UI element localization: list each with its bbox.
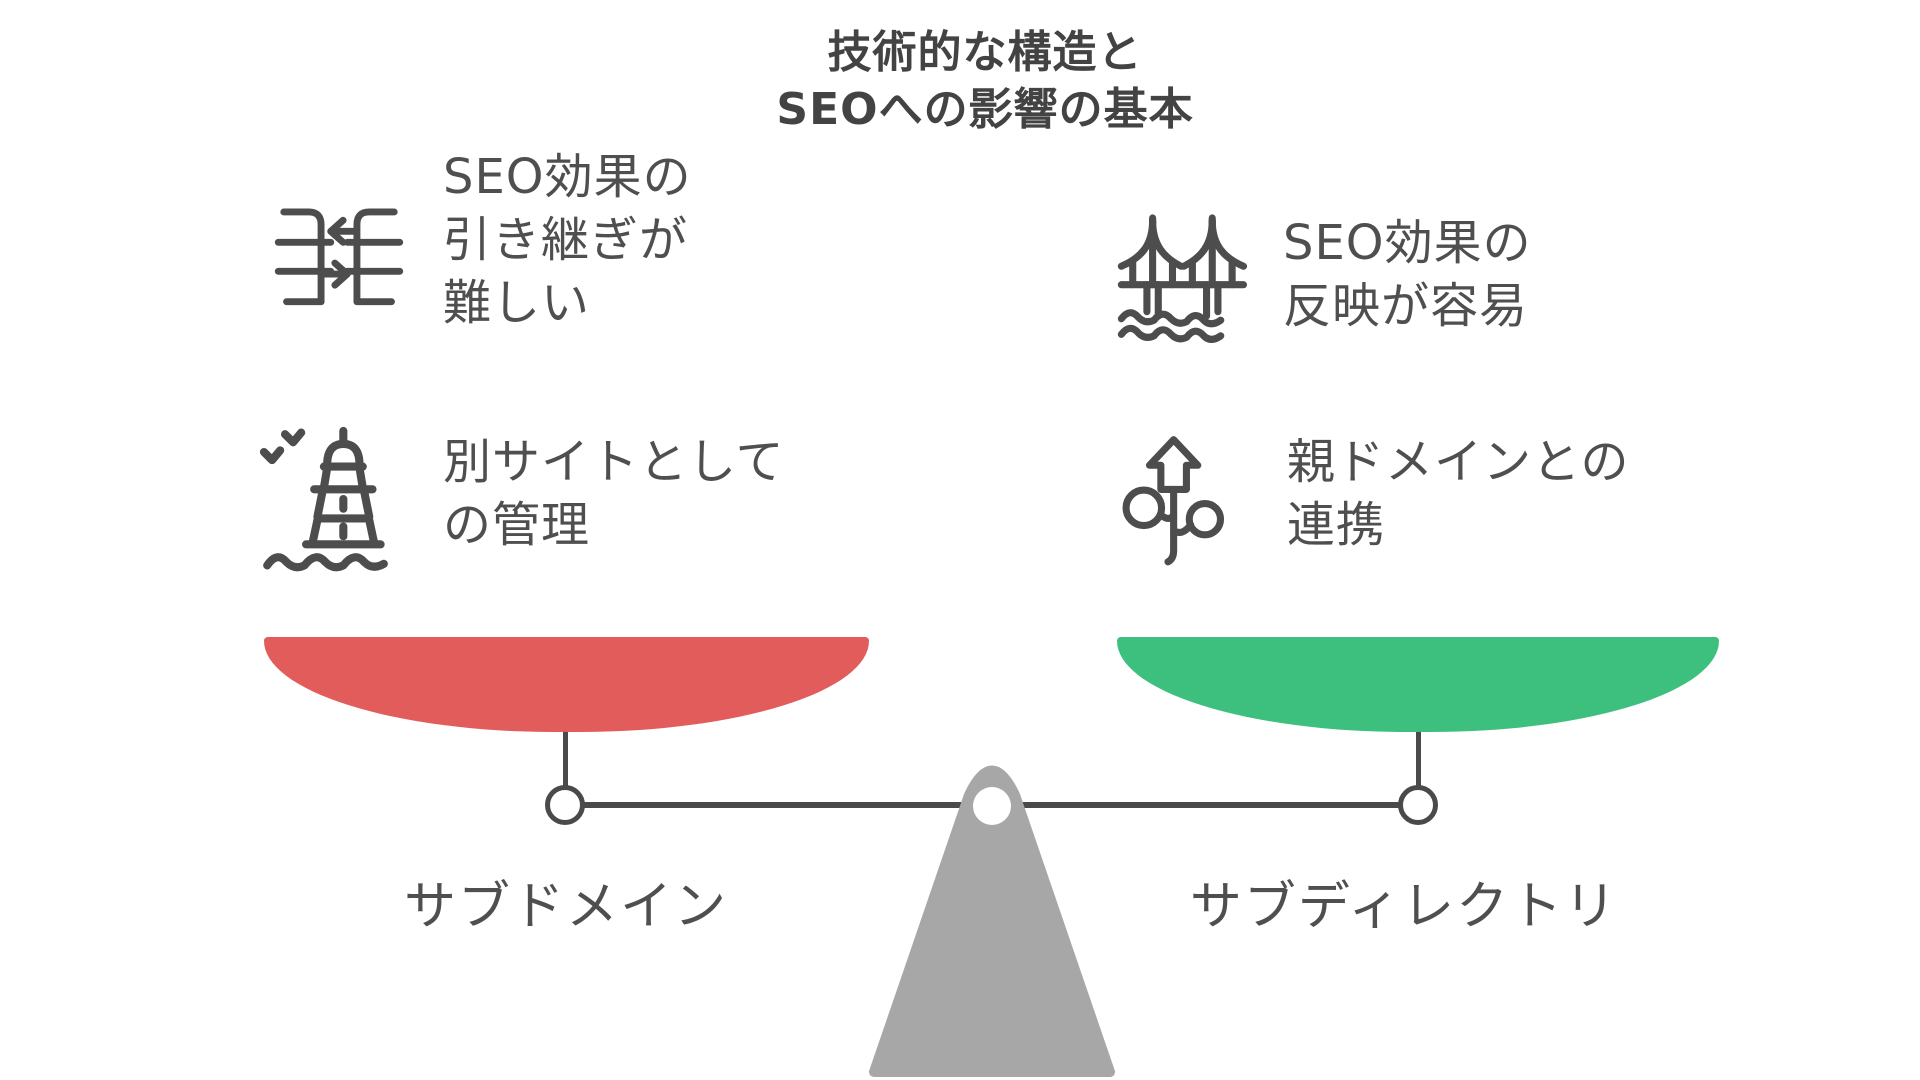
right-feature-1-line2: 反映が容易 [1283, 278, 1529, 334]
fulcrum-body [869, 765, 1115, 1077]
left-feature-2-line2: の管理 [443, 497, 591, 553]
left-scale-label: サブドメイン [403, 877, 729, 937]
page-title-line2: SEOへの影響の基本 [776, 84, 1194, 135]
right-feature-1-line1: SEO効果の [1283, 215, 1532, 271]
left-feature-2-text: 別サイトとして の管理 [443, 431, 785, 557]
page-title-line1: 技術的な構造と [827, 27, 1143, 78]
left-beam-joint-circle [545, 785, 585, 825]
right-feature-1-text: SEO効果の 反映が容易 [1283, 212, 1532, 338]
left-hanger-line [563, 712, 568, 790]
left-pan-subdomain [264, 637, 869, 732]
right-pan-subdirectory [1117, 637, 1719, 732]
left-feature-1-line1: SEO効果の [443, 149, 692, 205]
left-feature-1-line2: 引き継ぎが [443, 212, 689, 268]
right-hanger-line [1416, 712, 1421, 790]
right-beam-joint-circle [1398, 785, 1438, 825]
fulcrum-pivot-hole [973, 787, 1011, 825]
left-feature-1-line3: 難しい [443, 275, 591, 331]
fulcrum [860, 750, 1124, 1080]
lighthouse-icon [248, 418, 416, 580]
right-feature-2-text: 親ドメインとの 連携 [1287, 431, 1630, 557]
left-feature-1-text: SEO効果の 引き継ぎが 難しい [443, 146, 692, 335]
data-transfer-icon [270, 183, 408, 321]
left-feature-2-line1: 別サイトとして [443, 434, 785, 490]
page-title: 技術的な構造と SEOへの影響の基本 [776, 24, 1193, 138]
right-feature-2-line1: 親ドメインとの [1287, 434, 1630, 490]
right-scale-label: サブディレクトリ [1189, 877, 1619, 937]
growth-icon [1114, 424, 1256, 569]
bridge-icon [1110, 198, 1252, 343]
right-feature-2-line2: 連携 [1287, 497, 1386, 553]
